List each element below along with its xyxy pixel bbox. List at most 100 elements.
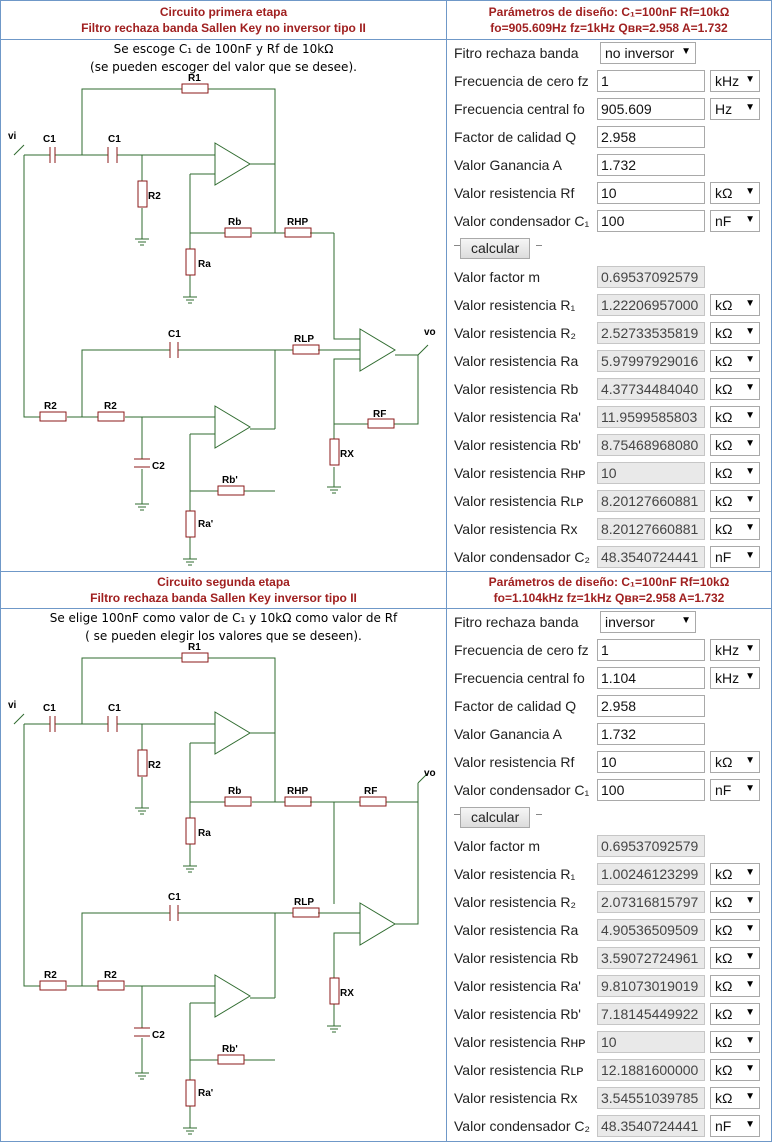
stage1-output-unit-select[interactable]: kΩ▼ bbox=[710, 490, 760, 512]
stage1-input-field[interactable]: 1 bbox=[597, 70, 705, 92]
stage2-output-field[interactable]: 0.69537092579 bbox=[597, 835, 705, 857]
stage1-c1c-label: C1 bbox=[168, 329, 181, 340]
stage1-output-unit-select[interactable]: kΩ▼ bbox=[710, 434, 760, 456]
stage2-output-field[interactable]: 1.00246123299 bbox=[597, 863, 705, 885]
stage2-output-field[interactable]: 12.1881600000 bbox=[597, 1059, 705, 1081]
stage1-output-field[interactable]: 48.3540724441 bbox=[597, 546, 705, 568]
stage2-input-field[interactable]: 1.732 bbox=[597, 723, 705, 745]
stage1-ra-label: Ra bbox=[198, 259, 211, 270]
stage1-output-field[interactable]: 0.69537092579 bbox=[597, 266, 705, 288]
stage1-output-unit-value: kΩ bbox=[715, 437, 733, 453]
stage1-input-field[interactable]: 10 bbox=[597, 182, 705, 204]
stage2-output-unit-select[interactable]: kΩ▼ bbox=[710, 975, 760, 997]
stage1-output-unit-select[interactable]: kΩ ▼ bbox=[710, 406, 760, 428]
stage1-rap-label: Ra' bbox=[198, 519, 213, 530]
stage1-input-label: Valor resistencia Rf bbox=[454, 185, 575, 201]
stage1-input-field[interactable]: 905.609 bbox=[597, 98, 705, 120]
stage1-input-unit-select[interactable]: nF▼ bbox=[710, 210, 760, 232]
stage1-input-unit-select[interactable]: kHz▼ bbox=[710, 70, 760, 92]
stage1-output-field[interactable]: 4.37734484040 bbox=[597, 378, 705, 400]
stage2-input-field[interactable]: 2.958 bbox=[597, 695, 705, 717]
stage1-output-unit-select[interactable]: kΩ▼ bbox=[710, 294, 760, 316]
stage2-output-unit-select[interactable]: kΩ▼ bbox=[710, 919, 760, 941]
stage2-input-field[interactable]: 1 bbox=[597, 639, 705, 661]
stage1-output-field[interactable]: 8.75468968080 bbox=[597, 434, 705, 456]
stage1-calcular-button[interactable]: calcular bbox=[460, 238, 531, 259]
stage1-input-field[interactable]: 2.958 bbox=[597, 126, 705, 148]
stage1-output-field[interactable]: 8.20127660881 bbox=[597, 518, 705, 540]
stage1-rlp-label: RLP bbox=[294, 334, 314, 345]
stage2-output-unit-select[interactable]: kΩ▼ bbox=[710, 1031, 760, 1053]
chevron-down-icon: ▼ bbox=[681, 46, 691, 57]
stage2-input-unit-select[interactable]: nF▼ bbox=[710, 779, 760, 801]
stage2-output-unit-value: kΩ bbox=[715, 1034, 733, 1050]
stage2-input-label: Valor condensador C₁ bbox=[454, 782, 590, 798]
stage1-input-unit-select[interactable]: Hz▼ bbox=[710, 98, 760, 120]
stage2-input-field[interactable]: 10 bbox=[597, 751, 705, 773]
stage2-input-unit-select[interactable]: kHz▼ bbox=[710, 667, 760, 689]
stage1-output-unit-value: kΩ bbox=[715, 325, 733, 341]
stage1-input-label: Frecuencia central fo bbox=[454, 101, 585, 117]
stage2-output-field[interactable]: 9.81073019019 bbox=[597, 975, 705, 997]
stage2-note-line2: ( se pueden elegir los valores que se de… bbox=[85, 629, 362, 643]
stage1-filter-select[interactable]: no inversor▼ bbox=[600, 42, 696, 64]
stage2-rb-label: Rb bbox=[228, 786, 241, 797]
stage2-output-field[interactable]: 3.59072724961 bbox=[597, 947, 705, 969]
chevron-down-icon: ▼ bbox=[745, 550, 755, 561]
stage1-output-unit-select[interactable]: kΩ▼ bbox=[710, 350, 760, 372]
stage2-output-unit-select[interactable]: nF▼ bbox=[710, 1115, 760, 1137]
stage1-output-field[interactable]: 8.20127660881 bbox=[597, 490, 705, 512]
stage2-output-unit-select[interactable]: kΩ▼ bbox=[710, 1059, 760, 1081]
stage2-output-unit-value: kΩ bbox=[715, 894, 733, 910]
stage2-output-field[interactable]: 7.18145449922 bbox=[597, 1003, 705, 1025]
stage1-input-unit-select[interactable]: kΩ▼ bbox=[710, 182, 760, 204]
stage2-output-unit-select[interactable]: kΩ▼ bbox=[710, 863, 760, 885]
stage1-filter-row: Fitro rechaza banda no inversor▼ bbox=[452, 41, 768, 65]
chevron-down-icon: ▼ bbox=[745, 410, 755, 421]
stage1-input-field[interactable]: 100 bbox=[597, 210, 705, 232]
stage2-subtitle: Filtro rechaza banda Sallen Key inversor… bbox=[90, 591, 357, 605]
stage1-output-field[interactable]: 11.9599585803 bbox=[597, 406, 705, 428]
stage1-output-unit-select[interactable]: kΩ▼ bbox=[710, 378, 760, 400]
stage1-output-field[interactable]: 2.52733535819 bbox=[597, 322, 705, 344]
stage1-output-unit-select[interactable]: nF▼ bbox=[710, 546, 760, 568]
chevron-down-icon: ▼ bbox=[745, 867, 755, 878]
stage2-r2b-label: R2 bbox=[104, 970, 117, 981]
stage2-c1b-label: C1 bbox=[108, 703, 121, 714]
stage1-rbp-label: Rb' bbox=[222, 475, 238, 486]
stage2-output-field[interactable]: 4.90536509509 bbox=[597, 919, 705, 941]
stage2-output-unit-select[interactable]: kΩ▼ bbox=[710, 947, 760, 969]
stage2-calcular-button[interactable]: calcular bbox=[460, 807, 531, 828]
stage2-filter-label: Fitro rechaza banda bbox=[454, 614, 579, 630]
stage2-filter-select[interactable]: inversor▼ bbox=[600, 611, 696, 633]
stage1-input-field[interactable]: 1.732 bbox=[597, 154, 705, 176]
stage2-output-unit-select[interactable]: kΩ▼ bbox=[710, 891, 760, 913]
stage2-input-field[interactable]: 1.104 bbox=[597, 667, 705, 689]
stage2-input-field[interactable]: 100 bbox=[597, 779, 705, 801]
stage1-output-unit-select[interactable]: kΩ▼ bbox=[710, 462, 760, 484]
stage2-output-field[interactable]: 2.07316815797 bbox=[597, 891, 705, 913]
stage1-output-unit-value: kΩ bbox=[715, 409, 733, 425]
stage2-output-unit-select[interactable]: kΩ▼ bbox=[710, 1087, 760, 1109]
stage2-output-unit-select[interactable]: kΩ▼ bbox=[710, 1003, 760, 1025]
stage1-output-field[interactable]: 10 bbox=[597, 462, 705, 484]
stage1-output-unit-select[interactable]: kΩ▼ bbox=[710, 518, 760, 540]
stage1-output-field[interactable]: 1.22206957000 bbox=[597, 294, 705, 316]
stage1-input-unit-value: kΩ bbox=[715, 185, 733, 201]
stage2-input-unit-select[interactable]: kΩ▼ bbox=[710, 751, 760, 773]
stage2-output-field[interactable]: 48.3540724441 bbox=[597, 1115, 705, 1137]
stage1-r1-label: R1 bbox=[188, 73, 201, 84]
chevron-down-icon: ▼ bbox=[745, 923, 755, 934]
stage2-output-field[interactable]: 3.54551039785 bbox=[597, 1087, 705, 1109]
stage1-output-field[interactable]: 5.97997929016 bbox=[597, 350, 705, 372]
stage1-output-unit-value: kΩ bbox=[715, 465, 733, 481]
stage2-input-unit-select[interactable]: kHz▼ bbox=[710, 639, 760, 661]
stage1-output-unit-select[interactable]: kΩ▼ bbox=[710, 322, 760, 344]
stage2-output-field[interactable]: 10 bbox=[597, 1031, 705, 1053]
stage2-calc-row: calcular bbox=[452, 806, 768, 830]
